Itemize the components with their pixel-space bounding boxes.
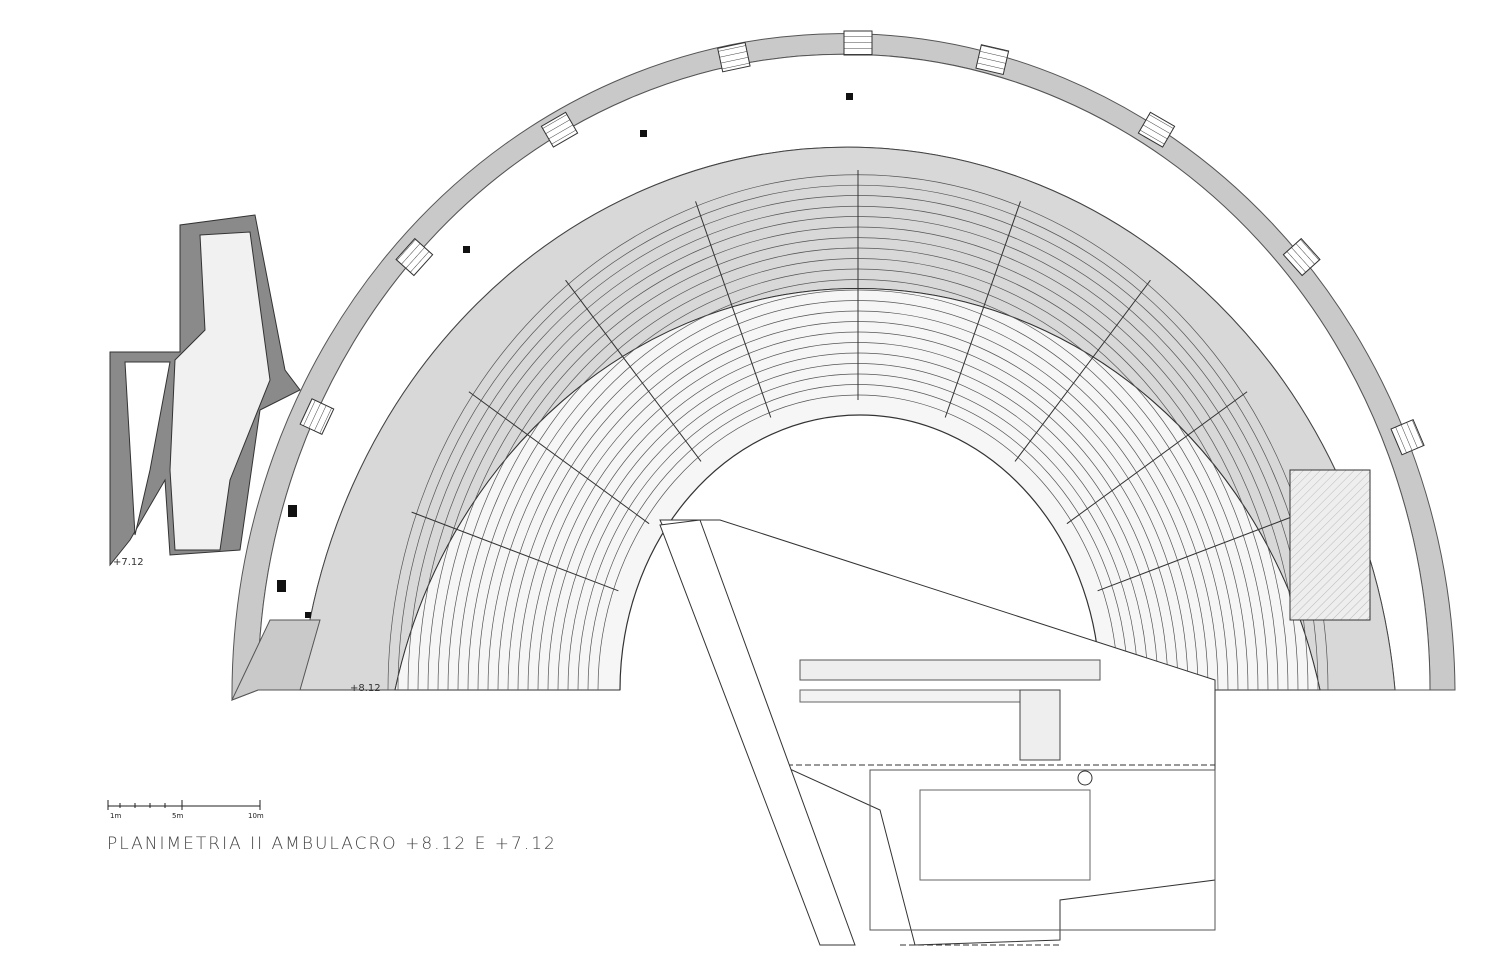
left-lower-wall bbox=[231, 619, 321, 701]
scale-label-5m: 5m bbox=[172, 812, 184, 820]
scale-label-10m: 10m bbox=[248, 812, 264, 820]
radial-aisle-line bbox=[944, 201, 1021, 418]
annex-elevation-label: +7.12 bbox=[113, 557, 144, 568]
radial-aisle-line bbox=[695, 201, 772, 418]
stair-buttress bbox=[299, 398, 335, 435]
radial-aisle-line bbox=[565, 279, 702, 462]
stair-buttress bbox=[843, 30, 873, 56]
main-elevation-label: +8.12 bbox=[350, 683, 381, 694]
stair-buttresses bbox=[299, 30, 1425, 456]
scale-label-1m: 1m bbox=[110, 812, 122, 820]
black-posts bbox=[277, 93, 853, 618]
stair-buttress bbox=[1282, 237, 1321, 277]
radial-aisle-line bbox=[468, 391, 650, 525]
stair-buttress bbox=[1137, 111, 1176, 148]
stair-buttress bbox=[540, 111, 579, 148]
right-side-block bbox=[1289, 469, 1371, 621]
radial-aisle-line bbox=[411, 511, 619, 592]
scaena-building bbox=[659, 519, 1216, 946]
diagonal-passage bbox=[659, 519, 856, 946]
drawing-title: PLANIMETRIA II AMBULACRO +8.12 E +7.12 bbox=[107, 834, 557, 854]
stair-buttress bbox=[975, 44, 1010, 76]
stair-buttress bbox=[717, 41, 751, 73]
scale-bar bbox=[107, 800, 261, 810]
radial-aisle-line bbox=[1066, 391, 1248, 525]
radial-aisles bbox=[411, 170, 1305, 592]
annex-structure bbox=[109, 214, 301, 567]
radial-aisle-line bbox=[1014, 279, 1151, 462]
stair-buttress bbox=[395, 237, 434, 277]
stair-buttress bbox=[1390, 418, 1425, 456]
radial-aisle-line bbox=[1097, 511, 1305, 592]
